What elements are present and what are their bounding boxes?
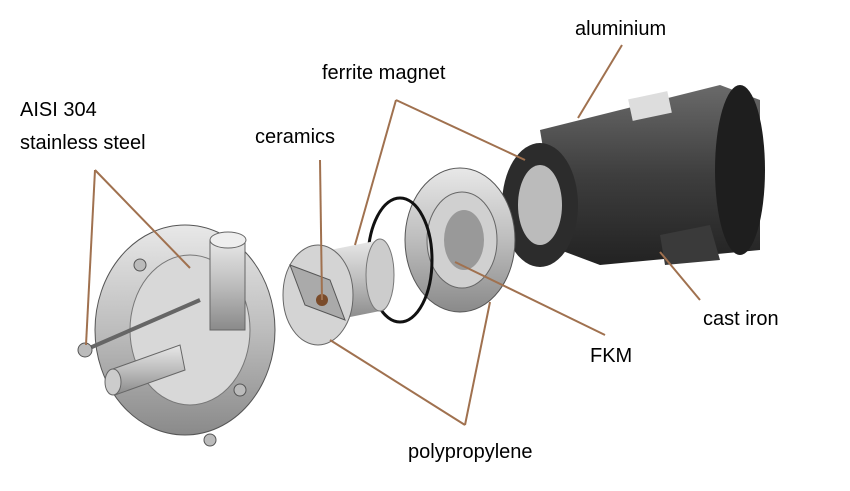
leader-polypropylene-2	[464, 301, 491, 426]
leader-ceramics	[319, 159, 323, 301]
label-aisi-304: AISI 304	[20, 99, 97, 121]
leader-cast-iron	[659, 251, 701, 301]
label-stainless-steel: stainless steel	[20, 132, 146, 154]
leader-aisi-2	[94, 169, 191, 269]
label-fkm: FKM	[590, 345, 633, 367]
leader-ferrite-magnet-1	[354, 99, 397, 246]
motor	[502, 85, 765, 267]
label-aluminium: aluminium	[575, 18, 667, 40]
leader-lines	[85, 44, 701, 426]
label-polypropylene: polypropylene	[408, 441, 533, 463]
leader-fkm	[454, 261, 606, 336]
label-cast-iron: cast iron	[703, 308, 779, 330]
leader-aluminium	[577, 44, 623, 119]
leader-ferrite-magnet-2	[395, 99, 526, 161]
pump-head	[77, 224, 276, 447]
leader-polypropylene-1	[329, 339, 466, 426]
label-ceramics: ceramics	[255, 126, 336, 148]
motor-foot	[660, 225, 720, 265]
impeller	[282, 244, 354, 346]
rear-casing	[404, 167, 516, 313]
leader-aisi-1	[85, 169, 96, 346]
label-ferrite-magnet: ferrite magnet	[322, 62, 446, 84]
